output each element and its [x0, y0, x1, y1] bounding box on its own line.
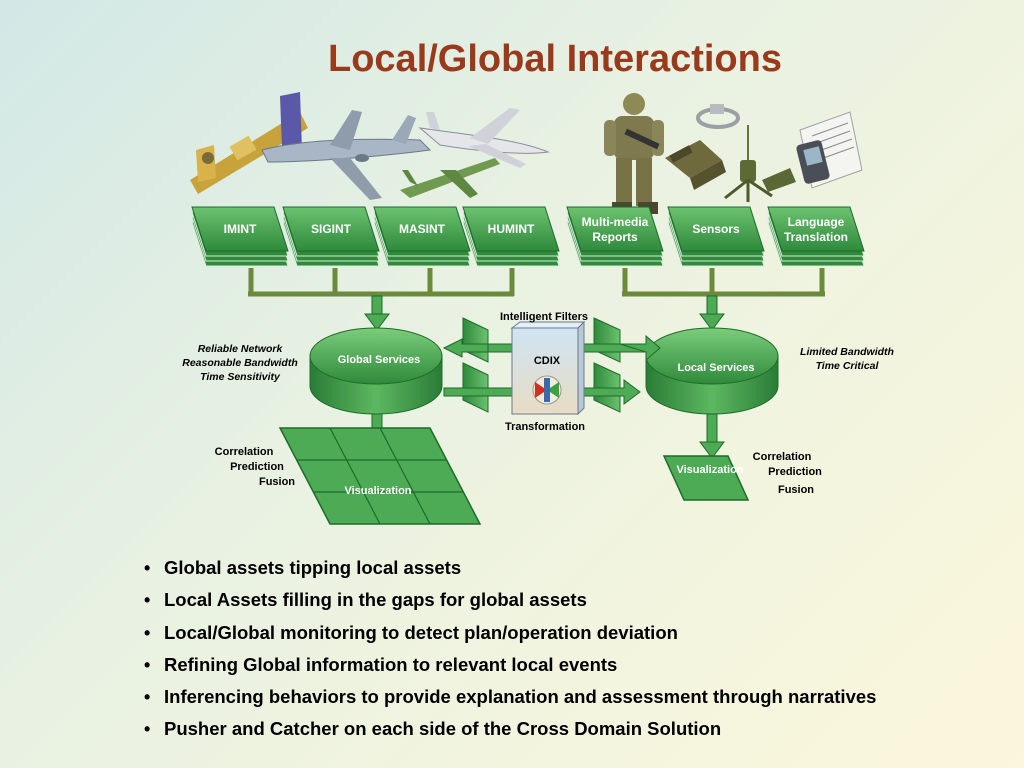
global-note: Time Sensitivity: [200, 371, 281, 383]
bullet-item: • Pusher and Catcher on each side of the …: [142, 713, 876, 745]
transformation-label: Transformation: [505, 421, 585, 433]
source-tiles: IMINT SIGINT MASINT HUMINT Multi-mediaReport…: [191, 206, 865, 267]
surveillance-aircraft-icon: [261, 110, 432, 200]
bullet-text: Inferencing behaviors to provide explana…: [164, 686, 877, 708]
global-services-label: Global Services: [338, 354, 421, 366]
bullet-list: • Global assets tipping local assets • Loc…: [142, 552, 876, 746]
local-visualization-tile: [662, 455, 750, 501]
bullet-dot: •: [144, 590, 151, 611]
cdix-logo-icon: [532, 375, 562, 405]
ground-robot-icon: [665, 140, 726, 190]
cdix-box: [510, 320, 586, 416]
bullet-dot: •: [144, 687, 151, 708]
bullet-text: Local/Global monitoring to detect plan/o…: [164, 621, 678, 643]
global-note: Reliable Network: [198, 343, 284, 355]
global-analysis-item: Prediction: [230, 461, 284, 473]
sensor-device-icon: [696, 104, 740, 129]
slide-title: Local/Global Interactions: [328, 38, 782, 80]
bullet-item: • Local/Global monitoring to detect plan/…: [142, 617, 876, 649]
soldier-icon: [604, 93, 664, 214]
bullet-item: • Refining Global information to relevant…: [142, 649, 876, 681]
satellite-icon: [190, 92, 308, 194]
tile-humint: HUMINT: [462, 206, 560, 267]
tile-imint: IMINT: [191, 206, 289, 267]
tile-label: SIGINT: [311, 222, 352, 236]
local-services-node: [645, 327, 779, 415]
tile-label: IMINT: [224, 222, 257, 236]
bullet-item: • Global assets tipping local assets: [142, 552, 876, 584]
global-note: Reasonable Bandwidth: [182, 357, 298, 369]
tile-label: Translation: [784, 230, 848, 244]
bullet-item: • Inferencing behaviors to provide explan…: [142, 681, 876, 713]
intelligent-filters-label: Intelligent Filters: [500, 311, 588, 323]
local-analysis: Correlation Prediction Fusion: [753, 451, 823, 496]
tile-label: MASINT: [399, 222, 446, 236]
local-analysis-item: Prediction: [768, 466, 822, 478]
local-services-label: Local Services: [677, 362, 754, 374]
ground-sensor-icon: [724, 125, 796, 202]
bullet-text: Pusher and Catcher on each side of the C…: [164, 718, 722, 740]
bullet-item: • Local Assets filling in the gaps for gl…: [142, 584, 876, 616]
global-analysis-item: Correlation: [215, 446, 274, 458]
local-analysis-item: Correlation: [753, 451, 812, 463]
global-visualization-label: Visualization: [344, 485, 411, 497]
tile-label: Sensors: [692, 222, 740, 236]
global-notes: Reliable Network Reasonable Bandwidth Ti…: [182, 343, 298, 383]
local-note: Limited Bandwidth: [800, 346, 894, 358]
global-visualization-grid: [278, 427, 482, 525]
local-notes: Limited Bandwidth Time Critical: [800, 346, 894, 372]
bullet-dot: •: [144, 558, 151, 578]
local-analysis-item: Fusion: [778, 484, 814, 496]
tile-masint: MASINT: [373, 206, 471, 267]
tile-sigint: SIGINT: [282, 206, 380, 267]
tile-label: HUMINT: [488, 222, 535, 236]
handheld-translator-icon: [796, 111, 863, 189]
uav-drone-icon: [400, 158, 500, 198]
bullet-text: Refining Global information to relevant …: [164, 653, 618, 675]
global-analysis: Correlation Prediction Fusion: [215, 446, 296, 488]
global-analysis-item: Fusion: [259, 476, 295, 488]
cdix-label: CDIX: [534, 355, 561, 367]
tile-label: Reports: [592, 230, 638, 244]
business-jet-icon: [418, 108, 550, 168]
tile-label: Language: [788, 215, 845, 229]
bullet-dot: •: [144, 622, 151, 643]
tile-sensors: Sensors: [667, 206, 765, 267]
bullet-text: Global assets tipping local assets: [164, 557, 462, 578]
local-note: Time Critical: [816, 360, 880, 372]
global-services-node: [309, 327, 443, 415]
connector-lines: [248, 268, 825, 297]
tile-label: Multi-media: [582, 215, 649, 229]
local-visualization-label: Visualization: [676, 464, 743, 476]
bullet-dot: •: [144, 654, 151, 675]
bullet-text: Local Assets filling in the gaps for glo…: [164, 589, 587, 611]
bullet-dot: •: [144, 719, 151, 740]
